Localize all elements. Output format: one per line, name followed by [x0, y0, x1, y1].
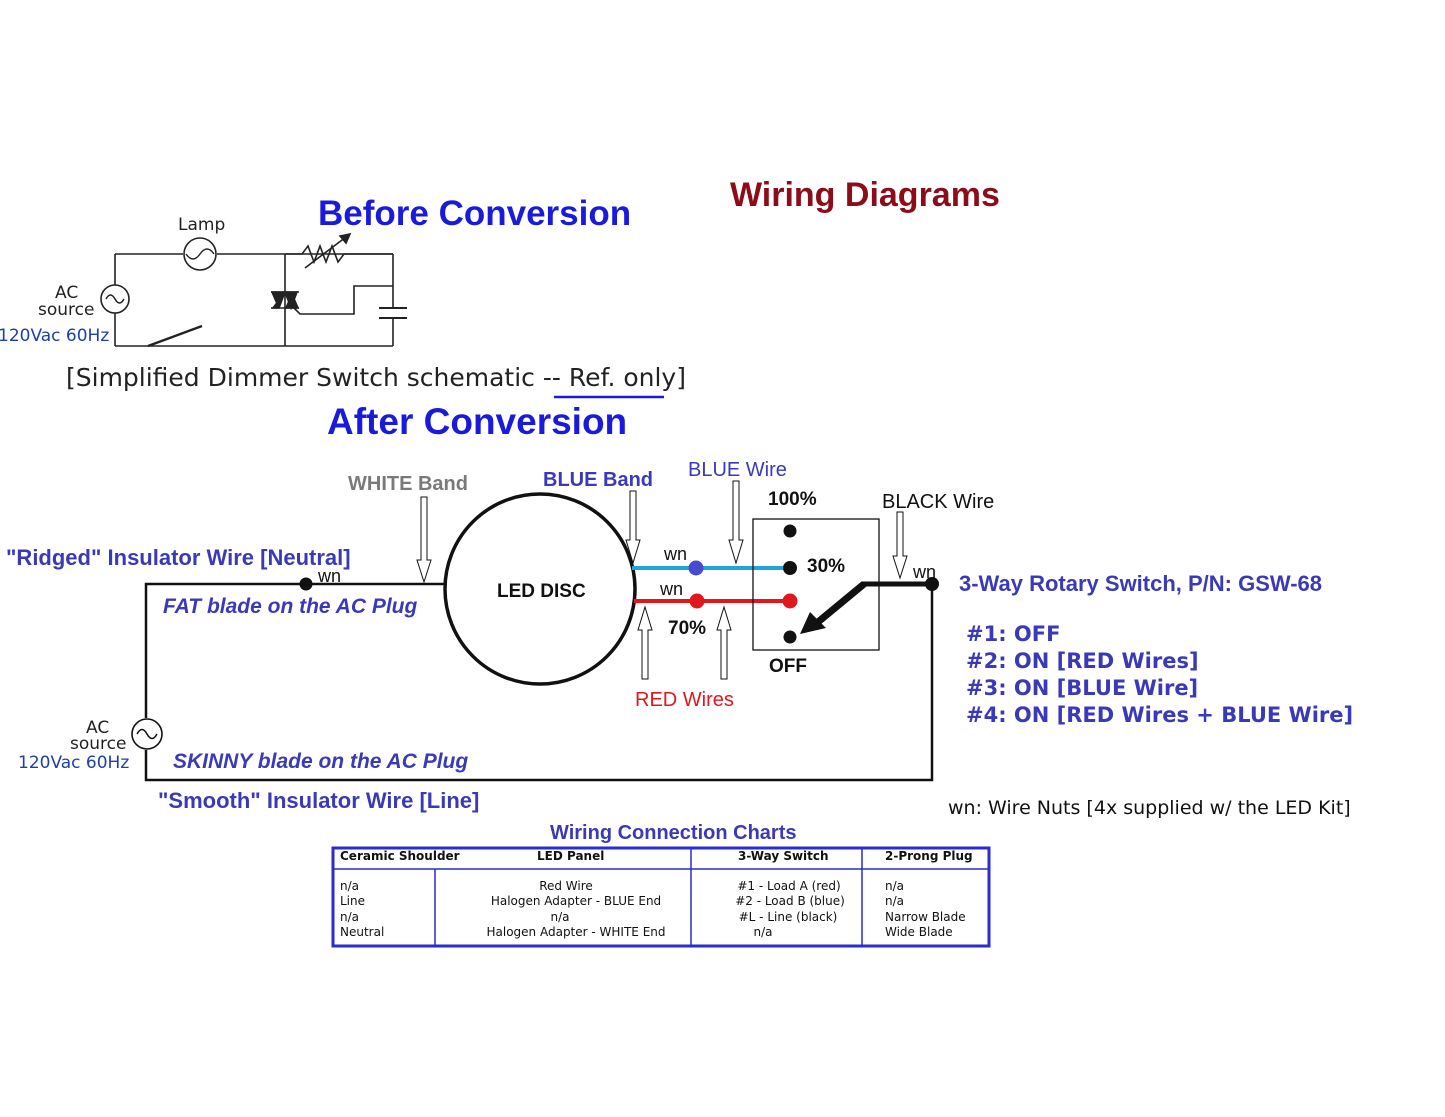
- fat-blade-label: FAT blade on the AC Plug: [163, 595, 418, 618]
- lamp-icon: [183, 237, 217, 271]
- smooth-wire-label: "Smooth" Insulator Wire [Line]: [158, 788, 479, 813]
- switch-contact-100: [783, 524, 797, 538]
- blue-band-label: BLUE Band: [543, 469, 653, 491]
- chart-header-led-panel: LED Panel: [537, 849, 604, 863]
- caption-suffix: ]: [676, 363, 686, 392]
- led-disc: [443, 492, 637, 686]
- chart-cell: n/a: [340, 879, 359, 893]
- switch-contact-off: [783, 630, 797, 644]
- caption-prefix: [Simplified Dimmer Switch schematic --: [66, 363, 569, 392]
- chart-cell: #2 - Load B (blue): [735, 894, 845, 908]
- position-30-label: 30%: [807, 556, 845, 577]
- switch-contact-70: [782, 593, 798, 609]
- wire-nut-note: wn: Wire Nuts [4x supplied w/ the LED Ki…: [948, 797, 1351, 819]
- page-title: Wiring Diagrams: [730, 176, 1000, 214]
- black-wire-label: BLACK Wire: [882, 491, 994, 513]
- switch-title: 3-Way Rotary Switch, P/N: GSW-68: [959, 571, 1322, 596]
- line-neutral-loop: [144, 582, 934, 782]
- chart-cell: #1 - Load A (red): [737, 879, 840, 893]
- caption-ref-only: Ref. only: [569, 363, 677, 392]
- chart-cell: Wide Blade: [885, 925, 953, 939]
- chart-cell: n/a: [753, 925, 772, 939]
- black-wire-nut: [925, 577, 939, 591]
- after-ac-rating: 120Vac 60Hz: [18, 753, 129, 773]
- red-wires-label: RED Wires: [635, 689, 734, 711]
- position-70-label: 70%: [668, 618, 706, 639]
- chart-cell: #L - Line (black): [739, 910, 838, 924]
- chart-cell: Red Wire: [539, 879, 593, 893]
- blue-band-arrow: [625, 490, 641, 565]
- blue-wire-label: BLUE Wire: [688, 459, 787, 481]
- chart-cell: Line: [340, 894, 365, 908]
- before-schematic: Before Conversion Lamp AC s: [0, 194, 686, 399]
- chart-header-ceramic: Ceramic Shoulder: [340, 849, 460, 863]
- before-ac-label: AC: [55, 283, 78, 303]
- ridged-wire-label: "Ridged" Insulator Wire [Neutral]: [6, 545, 351, 570]
- switch-position-1: #1: OFF: [966, 622, 1060, 646]
- led-disc-label: LED DISC: [497, 581, 586, 602]
- switch-rotor-arrow: [800, 581, 867, 634]
- red-wire-arrow-left: [637, 605, 653, 680]
- after-ac-label: AC: [86, 718, 109, 738]
- lamp-label: Lamp: [178, 215, 225, 235]
- chart-grid-lines: [333, 848, 989, 946]
- wn-label-black: wn: [912, 562, 936, 582]
- pointer-arrows: [416, 480, 908, 680]
- chart-cell: n/a: [340, 910, 359, 924]
- after-heading: After Conversion: [327, 401, 627, 442]
- chart-cell: n/a: [550, 910, 569, 924]
- skinny-blade-label: SKINNY blade on the AC Plug: [173, 750, 468, 773]
- chart-title: Wiring Connection Charts: [550, 822, 796, 844]
- before-circuit-wires: [114, 253, 394, 348]
- switch-position-3: #3: ON [BLUE Wire]: [966, 676, 1198, 700]
- red-wire-arrow-right: [716, 605, 732, 680]
- after-source-label: source: [70, 734, 126, 754]
- black-wire-arrow: [892, 511, 908, 580]
- chart-cell: n/a: [885, 879, 904, 893]
- white-band-label: WHITE Band: [348, 473, 468, 495]
- after-schematic: After Conversion LED DISC 100% 30% 70%: [6, 401, 1353, 819]
- connection-chart: Wiring Connection Charts Ceramic Shoulde…: [331, 822, 991, 948]
- chart-table-border: [331, 846, 991, 948]
- position-100-label: 100%: [768, 489, 817, 510]
- chart-cell: Narrow Blade: [885, 910, 966, 924]
- before-caption: [Simplified Dimmer Switch schematic -- R…: [66, 363, 686, 392]
- wn-label-blue: wn: [663, 544, 687, 564]
- white-band-arrow: [416, 496, 432, 584]
- chart-header-plug: 2-Prong Plug: [885, 849, 973, 863]
- rotary-switch-box: [752, 518, 880, 651]
- switch-contact-30: [783, 561, 797, 575]
- triac-icon: [270, 291, 300, 311]
- switch-position-4: #4: ON [RED Wires + BLUE Wire]: [966, 703, 1353, 727]
- switch-position-2: #2: ON [RED Wires]: [966, 649, 1199, 673]
- blue-wire-arrow: [728, 480, 744, 565]
- potentiometer-icon: [285, 232, 393, 269]
- chart-cell: Neutral: [340, 925, 384, 939]
- position-off-label: OFF: [769, 656, 807, 677]
- ac-source-icon: [100, 284, 130, 314]
- blue-wire-nut: [688, 560, 704, 576]
- wn-label-neutral: wn: [317, 566, 341, 586]
- before-heading: Before Conversion: [318, 194, 631, 233]
- neutral-wire-nut: [299, 577, 313, 591]
- after-ac-source-icon: [131, 718, 163, 750]
- capacitor-icon: [379, 307, 407, 319]
- chart-cell: n/a: [885, 894, 904, 908]
- before-source-label: source: [38, 300, 94, 320]
- chart-cell: Halogen Adapter - WHITE End: [487, 925, 666, 939]
- red-wire-nut: [689, 593, 705, 609]
- chart-header-switch: 3-Way Switch: [738, 849, 829, 863]
- chart-cell: Halogen Adapter - BLUE End: [491, 894, 661, 908]
- before-ac-rating: 120Vac 60Hz: [0, 326, 109, 346]
- wn-label-red: wn: [659, 579, 683, 599]
